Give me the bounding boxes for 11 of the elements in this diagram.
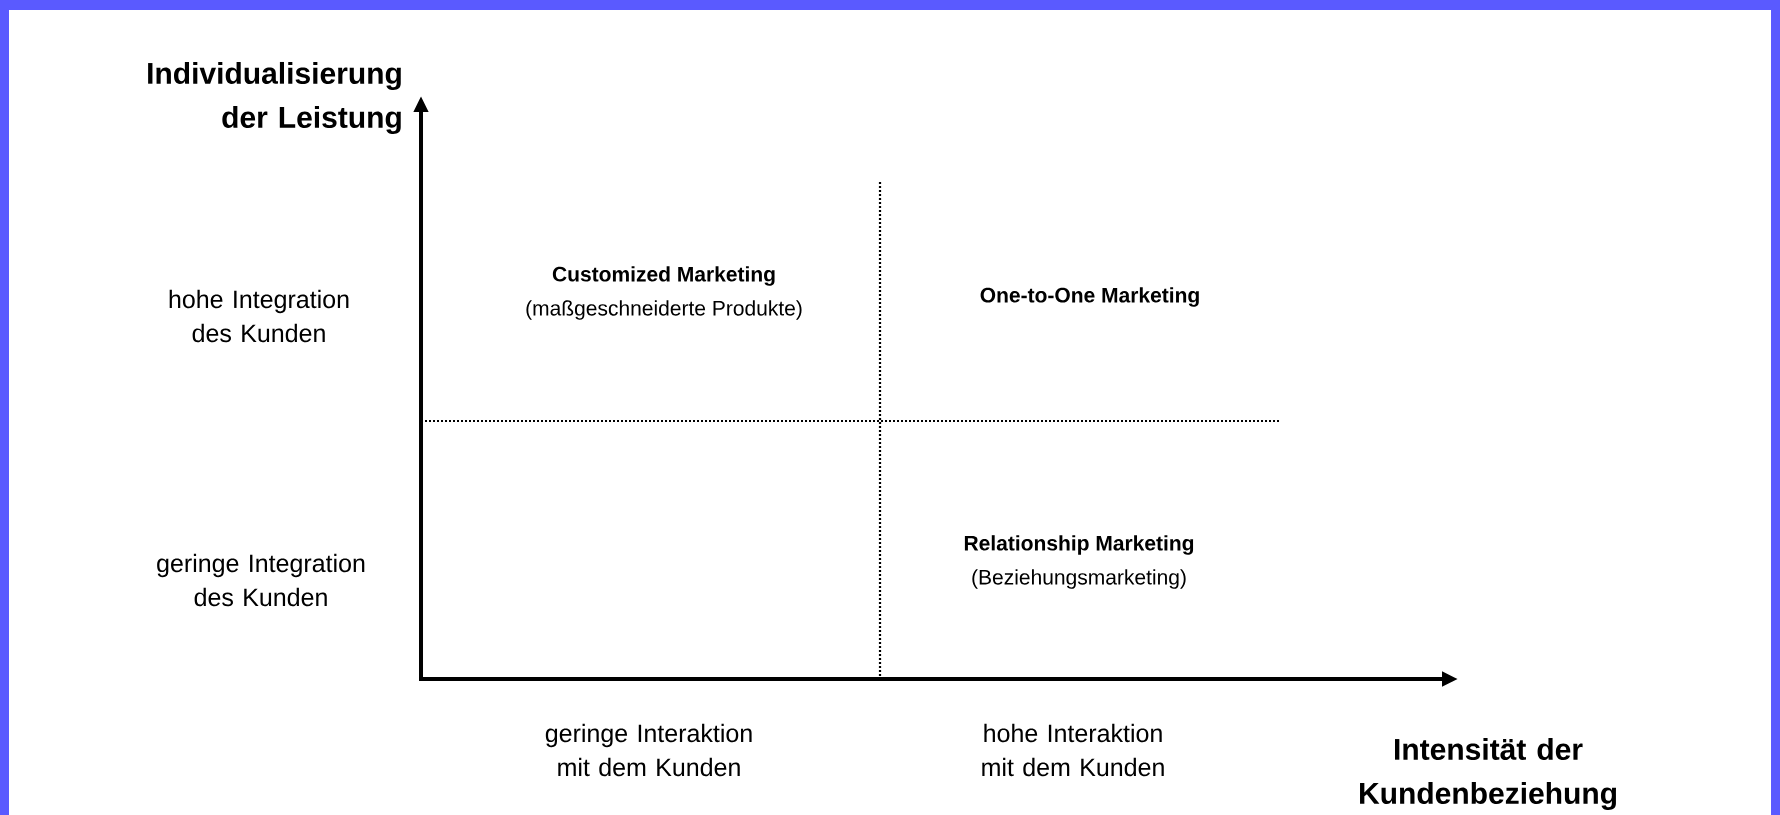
quadrant-subtitle: (maßgeschneiderte Produkte): [526, 300, 802, 320]
column-label: geringe Interaktion mit dem Kunden: [545, 723, 752, 777]
axis-title: Individualisierung der Leistung: [148, 61, 401, 135]
quadrant-title: Customized Marketing: [552, 266, 775, 286]
quadrant-title: One-to-One Marketing: [980, 287, 1199, 307]
axis-title: Intensität der Kundenbeziehung: [1360, 737, 1617, 811]
quadrant-title: Relationship Marketing: [964, 535, 1194, 555]
quadrant-subtitle: (Beziehungsmarketing): [972, 569, 1186, 589]
column-label: hohe Interaktion mit dem Kunden: [982, 723, 1164, 777]
row-label: geringe Integration des Kunden: [157, 553, 365, 607]
row-label: hohe Integration des Kunden: [169, 289, 349, 343]
